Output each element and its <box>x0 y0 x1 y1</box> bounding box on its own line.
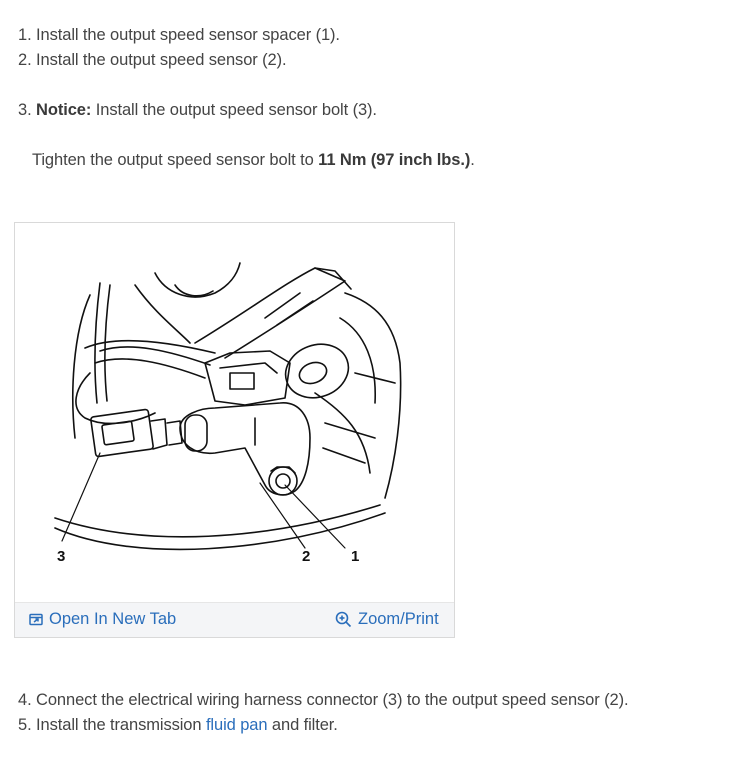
step-4: 4. Connect the electrical wiring harness… <box>18 691 629 709</box>
torque-spec: Tighten the output speed sensor bolt to … <box>32 151 475 170</box>
zoom-print-label: Zoom/Print <box>358 610 439 628</box>
step-3-number: 3. <box>18 101 32 119</box>
open-in-new-tab-icon <box>29 613 43 626</box>
step-2: 2. Install the output speed sensor (2). <box>18 51 287 69</box>
callout-2: 2 <box>302 548 310 565</box>
torque-period: . <box>470 151 475 169</box>
figure-panel: 3 2 1 Open In New Tab Zoom/Print <box>14 222 455 638</box>
zoom-in-icon <box>335 611 352 628</box>
step-5: 5. Install the transmission fluid pan an… <box>18 716 338 735</box>
callout-3: 3 <box>57 548 65 565</box>
step-5-text: 5. Install the transmission <box>18 716 202 734</box>
figure-toolbar: Open In New Tab Zoom/Print <box>15 602 454 637</box>
open-in-new-tab-button[interactable]: Open In New Tab <box>29 610 176 629</box>
zoom-print-button[interactable]: Zoom/Print <box>335 610 439 629</box>
step-3: 3. Notice: Install the output speed sens… <box>18 101 377 120</box>
step-5-end: and filter. <box>271 716 338 734</box>
sensor-illustration: 3 2 1 <box>54 262 402 565</box>
step-3-text: Install the output speed sensor bolt (3)… <box>95 101 377 119</box>
step-1: 1. Install the output speed sensor space… <box>18 26 340 44</box>
notice-label: Notice: <box>36 101 92 119</box>
open-in-new-tab-label: Open In New Tab <box>49 610 177 628</box>
fluid-pan-link[interactable]: fluid pan <box>205 716 268 734</box>
torque-value: 11 Nm (97 inch lbs.) <box>318 151 471 169</box>
torque-text: Tighten the output speed sensor bolt to <box>32 151 314 169</box>
callout-1: 1 <box>351 548 359 565</box>
